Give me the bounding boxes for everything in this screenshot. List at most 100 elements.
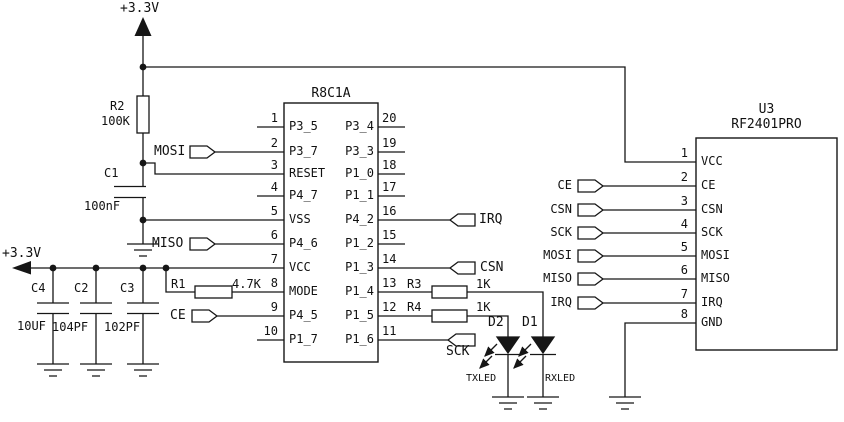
led-d1 [513, 336, 556, 397]
capacitor-c3 [127, 268, 159, 364]
vcc-left-net [12, 261, 284, 275]
rf-ref: U3 [758, 102, 775, 117]
pin-number: 6 [270, 228, 278, 242]
ground-rf [608, 396, 642, 410]
pin-name: RESET [289, 166, 326, 180]
net-tag-irq [378, 213, 476, 227]
net-tag-sck-label: SCK [446, 344, 470, 359]
power-arrow-up [134, 17, 152, 36]
pin-name: VCC [289, 260, 311, 274]
ground-d1 [526, 396, 560, 410]
pin-name: CE [701, 178, 716, 192]
resistor-r2-body [136, 95, 150, 134]
led-d1-ref: D1 [522, 315, 538, 330]
resistor-r1-value: 4.7K [232, 277, 261, 291]
capacitor-c1 [114, 185, 284, 244]
pin-name: SCK [701, 225, 723, 239]
resistor-r3 [378, 285, 544, 337]
ground-c2 [79, 363, 113, 377]
ground-c4 [36, 363, 70, 377]
vcc-top-label: +3.3V [120, 1, 160, 16]
capacitor-c3-value: 102PF [104, 320, 141, 334]
net-tag-mosi-label: MOSI [154, 144, 186, 159]
reset-net [143, 162, 284, 175]
pin-number: 1 [270, 111, 278, 125]
pin-number: 3 [680, 194, 688, 208]
rf-tag-ce-label: CE [557, 178, 572, 192]
pin-number: 8 [680, 307, 688, 321]
mcu-body [283, 102, 379, 363]
ground-c3 [126, 363, 160, 377]
rf-tag-miso-label: MISO [543, 271, 572, 285]
pin-name: MOSI [701, 248, 730, 262]
net-tag-miso-label: MISO [152, 236, 184, 251]
pin-number: 10 [263, 324, 278, 338]
rf-part-number: RF2401PRO [731, 117, 802, 132]
vcc-left-label: +3.3V [2, 246, 42, 261]
pin-number: 18 [382, 158, 397, 172]
resistor-r3-value: 1K [476, 277, 491, 291]
rf-tag-irq-label: IRQ [550, 295, 572, 309]
pin-number: 3 [270, 158, 278, 172]
mcu-title: R8C1A [311, 86, 351, 101]
pin-number: 20 [382, 111, 397, 125]
led-d2-ref: D2 [488, 315, 504, 330]
pin-number: 12 [382, 300, 397, 314]
rf-tag-mosi-label: MOSI [543, 248, 572, 262]
pin-name: P4_7 [289, 188, 318, 202]
pin-name: P1_3 [345, 260, 374, 274]
resistor-r1-ref: R1 [171, 277, 186, 291]
resistor-r3-ref: R3 [407, 277, 422, 291]
resistor-r2-value: 100K [101, 114, 130, 128]
rf-tag-sck-label: SCK [550, 225, 572, 239]
pin-number: 2 [270, 136, 278, 150]
resistor-r2-ref: R2 [110, 99, 125, 113]
pin-name: CSN [701, 202, 723, 216]
led-d2-function-label: TXLED [466, 373, 497, 384]
capacitor-c4 [37, 268, 69, 364]
pin-number: 17 [382, 180, 397, 194]
pin-number: 5 [270, 204, 278, 218]
net-tag-ce [191, 309, 284, 323]
pin-number: 4 [270, 180, 278, 194]
resistor-r4-ref: R4 [407, 300, 422, 314]
rf-body [695, 137, 838, 351]
pin-name: P3_5 [289, 119, 318, 133]
pin-number: 14 [382, 252, 397, 266]
net-tag-mosi [189, 145, 284, 159]
net-tag-irq-label: IRQ [479, 212, 503, 227]
pin-name: P4_2 [345, 212, 374, 226]
pin-number: 16 [382, 204, 397, 218]
pin-name: P1_2 [345, 236, 374, 250]
rf-gnd-net [624, 322, 696, 397]
resistor-r1 [165, 268, 284, 299]
capacitor-c2 [80, 268, 112, 364]
capacitor-c4-ref: C4 [31, 281, 46, 295]
pin-name: P4_5 [289, 308, 318, 322]
capacitor-c2-value: 104PF [52, 320, 89, 334]
ground-d2 [491, 396, 525, 410]
pin-number: 6 [680, 263, 688, 277]
junction-dots [49, 63, 170, 272]
net-tag-ce-label: CE [170, 308, 186, 323]
pin-number: 2 [680, 170, 688, 184]
net-tag-csn [378, 261, 476, 275]
pin-number: 7 [680, 287, 688, 301]
power-arrow-left [12, 261, 31, 275]
pin-number: 1 [680, 146, 688, 160]
pin-name: MISO [701, 271, 730, 285]
pin-number: 8 [270, 276, 278, 290]
pin-number: 5 [680, 240, 688, 254]
pin-name: MODE [289, 284, 318, 298]
pin-name: P4_6 [289, 236, 318, 250]
vcc-top-net [134, 17, 696, 187]
led-d1-function-label: RXLED [545, 373, 576, 384]
led-d2 [479, 336, 521, 397]
pin-number: 11 [382, 324, 397, 338]
pin-number: 4 [680, 217, 688, 231]
resistor-r4 [378, 309, 509, 337]
pin-number: 15 [382, 228, 397, 242]
pin-name: P1_6 [345, 332, 374, 346]
pin-name: VCC [701, 154, 723, 168]
